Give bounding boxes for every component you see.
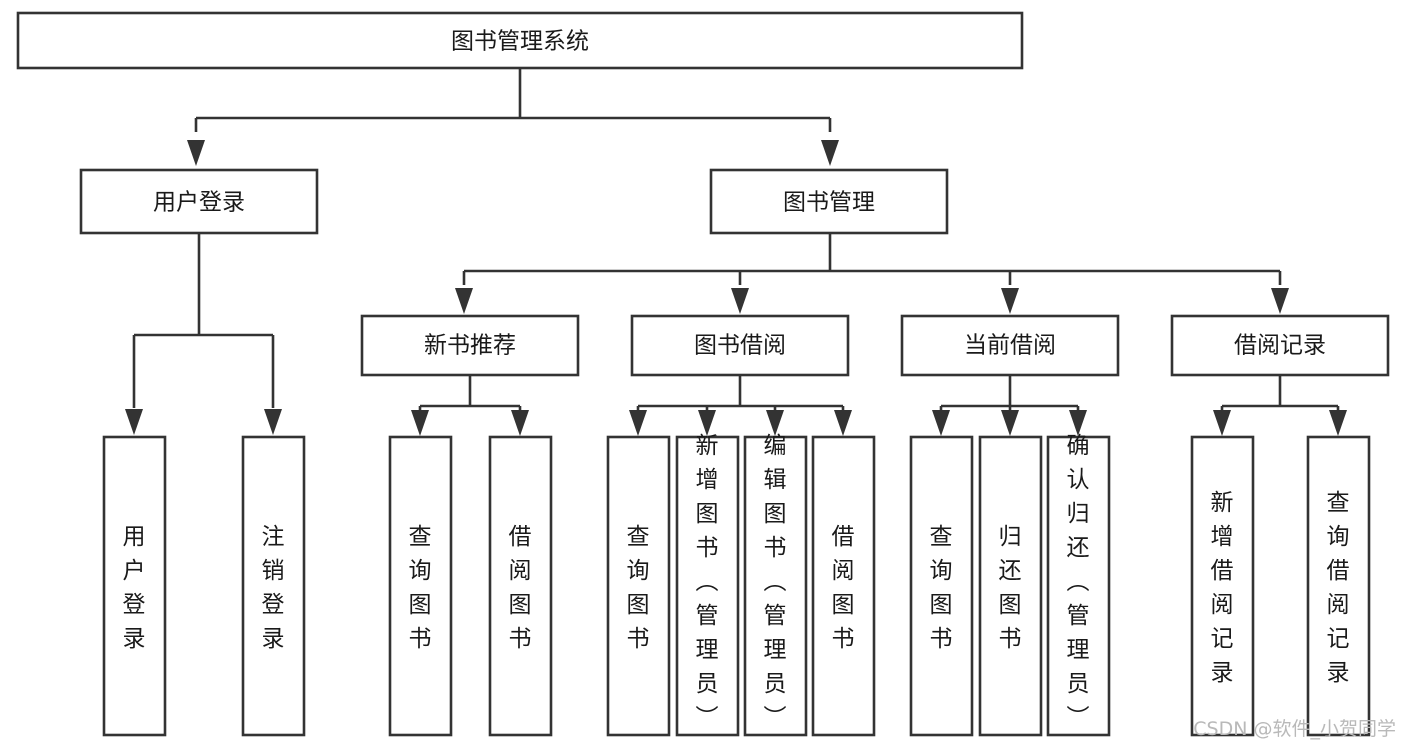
arrow-icon [834, 410, 852, 436]
connector-bookmanage-to-level2 [455, 233, 1289, 314]
leaf-query-book-1-box[interactable] [388, 435, 453, 737]
node-user-login-label: 用户登录 [153, 190, 245, 216]
watermark: CSDN @软件_小贺同学 [1193, 718, 1396, 740]
node-new-book-recommend-label: 新书推荐 [424, 333, 516, 359]
arrow-icon [1329, 410, 1347, 436]
node-root-box[interactable] [16, 11, 1024, 70]
leaf-add-book-box[interactable] [675, 435, 740, 737]
node-borrow-record-box[interactable] [1170, 314, 1390, 377]
node-current-borrow[interactable]: 当前借阅 [900, 314, 1120, 377]
leaf-query-record-label: 查询借阅记录 [1327, 490, 1350, 686]
arrow-icon [932, 410, 950, 436]
leaf-add-record-box[interactable] [1190, 435, 1255, 737]
node-book-manage[interactable]: 图书管理 [709, 168, 949, 235]
connector-userlogin-to-leaves [125, 233, 282, 435]
node-root-label: 图书管理系统 [451, 29, 589, 55]
leaf-query-book-2[interactable]: 查询图书 [606, 435, 671, 737]
leaf-edit-book-box[interactable] [743, 435, 808, 737]
leaf-query-book-1[interactable]: 查询图书 [388, 435, 453, 737]
node-current-borrow-box[interactable] [900, 314, 1120, 377]
connector-bookborrow-to-leaves [629, 375, 852, 436]
leaf-borrow-book-1-box[interactable] [488, 435, 553, 737]
leaf-query-book-2-box[interactable] [606, 435, 671, 737]
leaf-add-book[interactable]: 新增图书︵管理员︶ [675, 433, 740, 737]
arrow-icon [187, 140, 205, 166]
leaf-user-login[interactable]: 用户登录 [102, 435, 167, 737]
arrow-icon [821, 140, 839, 166]
node-new-book-recommend-box[interactable] [360, 314, 580, 377]
connector-root-to-level1 [187, 68, 839, 166]
leaf-confirm-return-box[interactable] [1046, 435, 1111, 737]
leaf-add-record[interactable]: 新增借阅记录 [1190, 435, 1255, 737]
node-book-borrow-box[interactable] [630, 314, 850, 377]
leaf-borrow-book-2[interactable]: 借阅图书 [811, 435, 876, 737]
leaf-query-record-box[interactable] [1306, 435, 1371, 737]
arrow-icon [511, 410, 529, 436]
arrow-icon [264, 409, 282, 435]
leaf-query-book-1-label: 查询图书 [409, 524, 432, 652]
leaf-logout-login[interactable]: 注销登录 [241, 435, 306, 737]
node-user-login[interactable]: 用户登录 [79, 168, 319, 235]
node-new-book-recommend[interactable]: 新书推荐 [360, 314, 580, 377]
connector-currentborrow-to-leaves [932, 375, 1087, 436]
leaf-borrow-book-1[interactable]: 借阅图书 [488, 435, 553, 737]
leaf-borrow-book-2-box[interactable] [811, 435, 876, 737]
leaf-query-book-2-label: 查询图书 [627, 524, 650, 652]
leaf-return-book-box[interactable] [978, 435, 1043, 737]
arrow-icon [1271, 288, 1289, 314]
leaf-logout-login-box[interactable] [241, 435, 306, 737]
arrow-icon [411, 410, 429, 436]
leaf-confirm-return[interactable]: 确认归还︵管理员︶ [1046, 433, 1111, 737]
leaf-user-login-box[interactable] [102, 435, 167, 737]
node-borrow-record-label: 借阅记录 [1234, 333, 1326, 359]
leaf-confirm-return-label: 确认归还︵管理员︶ [1067, 433, 1090, 731]
node-borrow-record[interactable]: 借阅记录 [1170, 314, 1390, 377]
leaf-return-book[interactable]: 归还图书 [978, 435, 1043, 737]
node-user-login-box[interactable] [79, 168, 319, 235]
leaf-borrow-book-1-label: 借阅图书 [509, 524, 532, 652]
arrow-icon [731, 288, 749, 314]
connector-newbook-to-leaves [411, 375, 529, 436]
node-current-borrow-label: 当前借阅 [964, 333, 1056, 359]
leaf-borrow-book-2-label: 借阅图书 [832, 524, 855, 652]
leaf-add-record-label: 新增借阅记录 [1211, 490, 1234, 686]
node-book-borrow-label: 图书借阅 [694, 333, 786, 359]
leaf-query-record[interactable]: 查询借阅记录 [1306, 435, 1371, 737]
node-root[interactable]: 图书管理系统 [16, 11, 1024, 70]
leaf-query-book-3-box[interactable] [909, 435, 974, 737]
leaf-return-book-label: 归还图书 [999, 524, 1022, 652]
leaf-user-login-label: 用户登录 [123, 524, 146, 652]
leaf-logout-login-label: 注销登录 [262, 524, 285, 652]
leaf-edit-book[interactable]: 编辑图书︵管理员︶ [743, 433, 808, 737]
arrow-icon [629, 410, 647, 436]
node-book-manage-box[interactable] [709, 168, 949, 235]
arrow-icon [125, 409, 143, 435]
arrow-icon [1001, 410, 1019, 436]
arrow-icon [1213, 410, 1231, 436]
connector-borrowrecord-to-leaves [1213, 375, 1347, 436]
node-book-borrow[interactable]: 图书借阅 [630, 314, 850, 377]
node-book-manage-label: 图书管理 [783, 190, 875, 216]
leaf-query-book-3[interactable]: 查询图书 [909, 435, 974, 737]
leaf-query-book-3-label: 查询图书 [930, 524, 953, 652]
leaf-edit-book-label: 编辑图书︵管理员︶ [764, 433, 787, 731]
arrow-icon [455, 288, 473, 314]
leaf-add-book-label: 新增图书︵管理员︶ [696, 433, 719, 731]
arrow-icon [1001, 288, 1019, 314]
